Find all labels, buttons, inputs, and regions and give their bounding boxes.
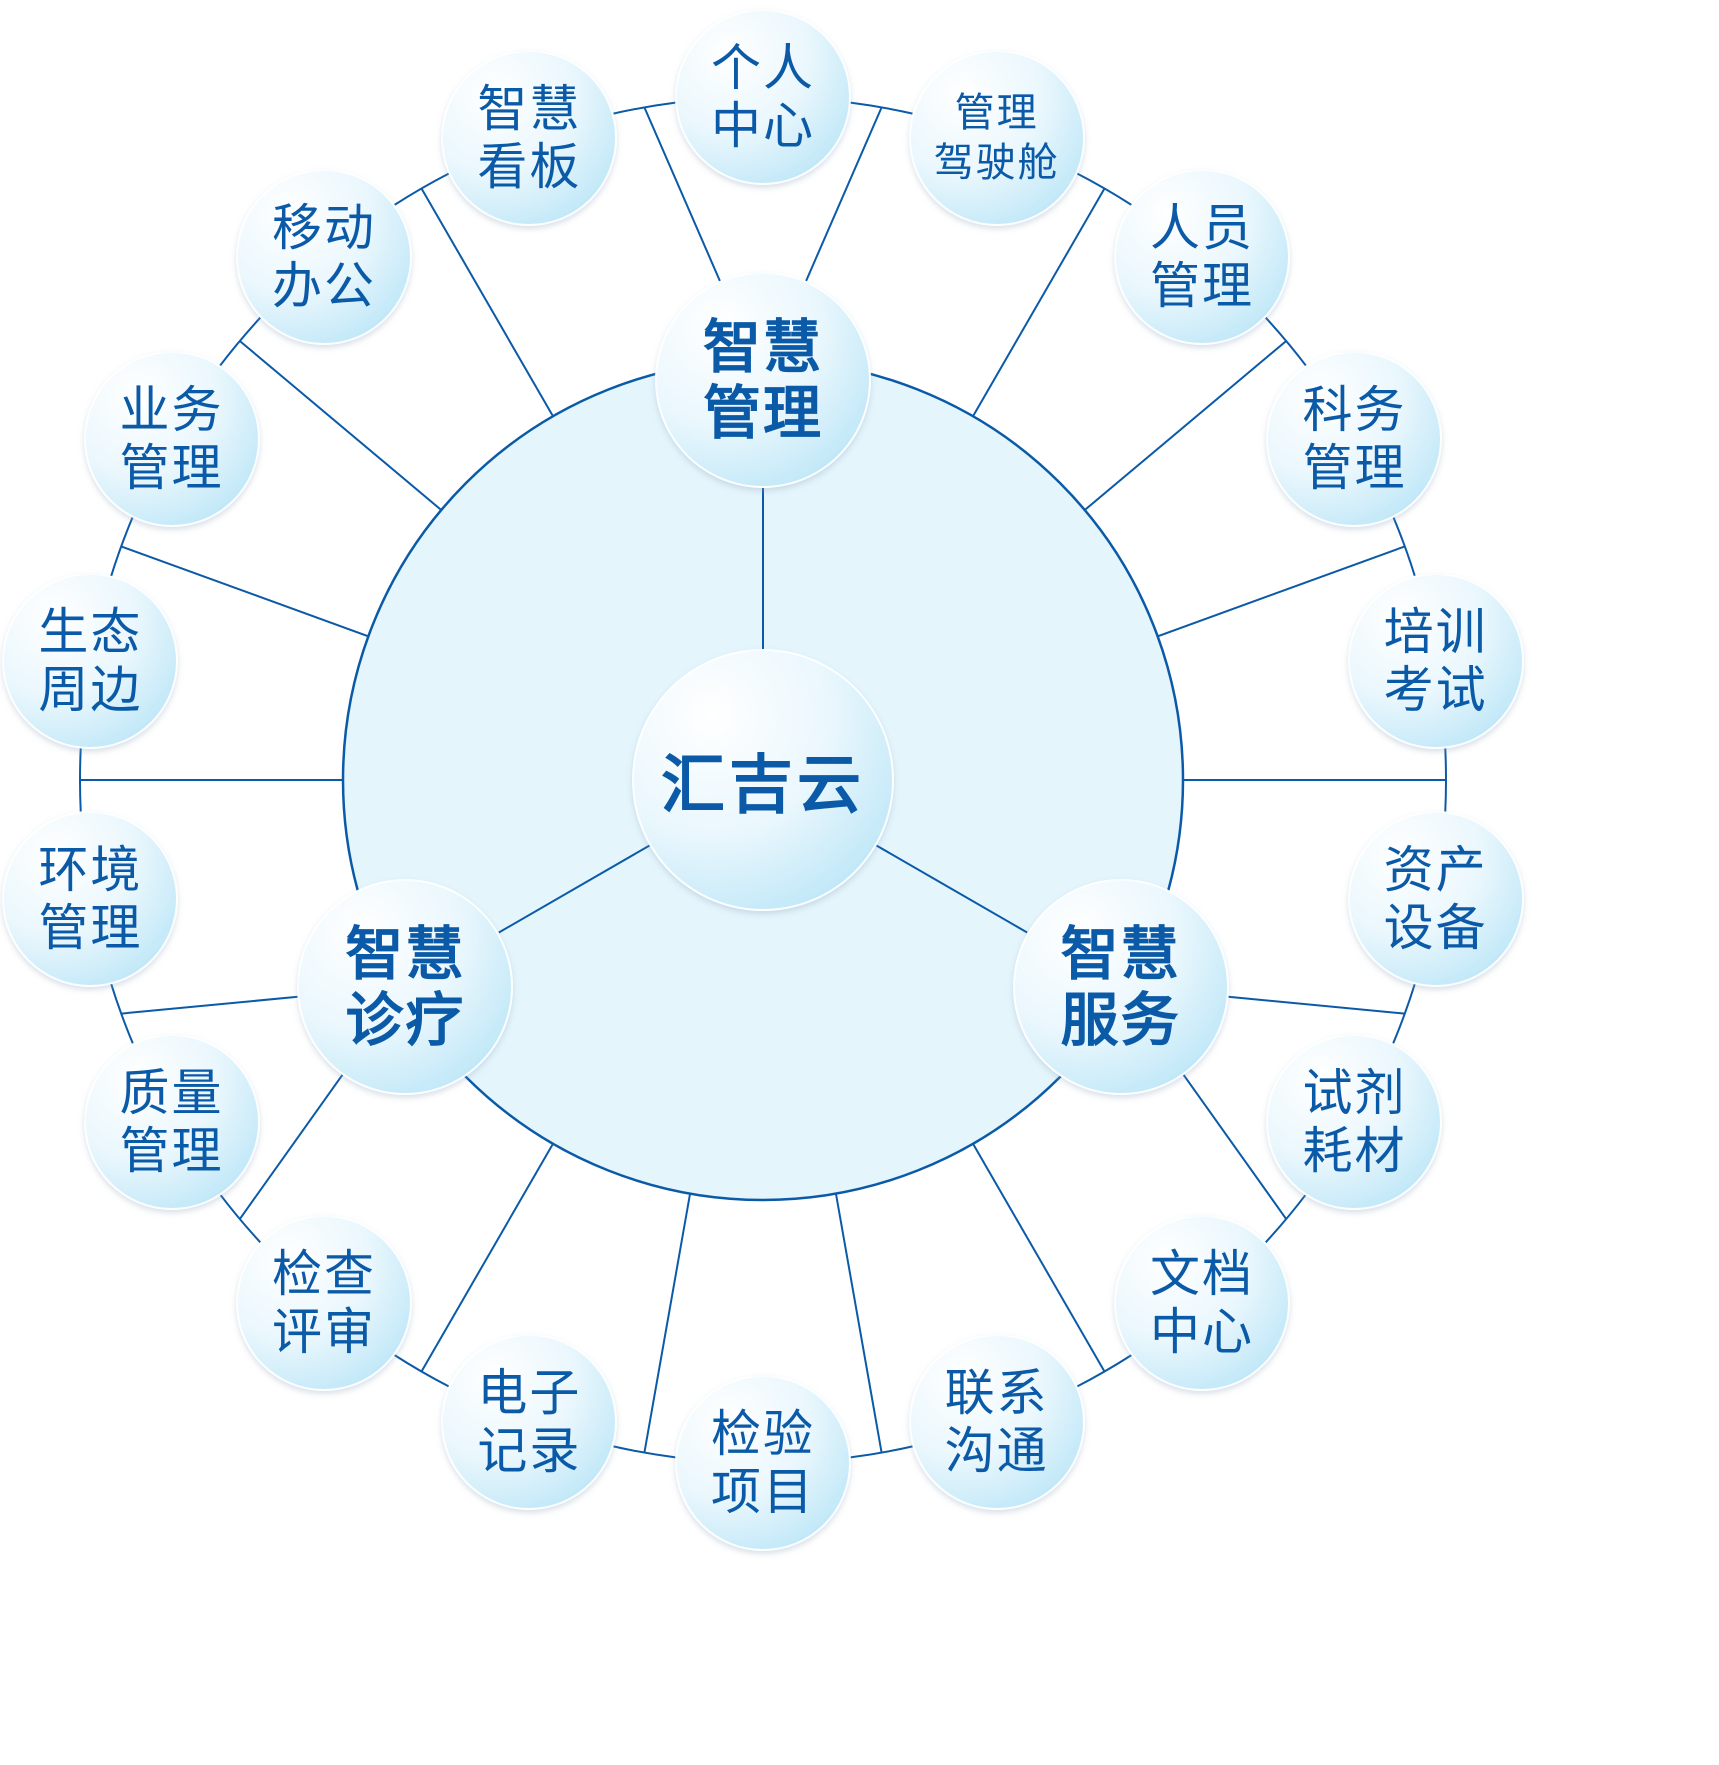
spoke-line — [972, 1143, 1106, 1372]
category-bubble-management: 智慧管理 — [655, 272, 871, 488]
bubble-label-line: 管理 — [119, 438, 224, 497]
bubble-label-line: 联系 — [944, 1363, 1049, 1422]
spoke-line — [239, 340, 442, 511]
bubble-label-line: 沟通 — [944, 1421, 1049, 1480]
bubble-label-line: 智慧 — [477, 80, 582, 139]
bubble-label-line: 科务 — [1302, 380, 1407, 439]
bubble-label-line: 个人 — [711, 39, 815, 97]
module-bubble: 文档中心 — [1114, 1215, 1291, 1392]
bubble-label-line: 试剂 — [1302, 1063, 1407, 1122]
module-bubble: 个人中心 — [675, 9, 851, 185]
category-bubble-diagnosis: 智慧诊疗 — [297, 878, 514, 1095]
bubble-label-line: 智慧 — [702, 313, 823, 381]
bubble-label-line: 移动 — [271, 198, 376, 257]
bubble-label-line: 生态 — [38, 603, 143, 662]
module-bubble: 智慧看板 — [441, 50, 618, 227]
module-bubble: 联系沟通 — [908, 1333, 1085, 1510]
bubble-label-line: 耗材 — [1302, 1121, 1407, 1180]
spoke-line — [805, 106, 883, 282]
hub-connector — [498, 844, 651, 934]
bubble-label-line: 评审 — [271, 1303, 376, 1362]
module-bubble: 科务管理 — [1266, 350, 1443, 527]
spoke-line — [1228, 995, 1405, 1015]
bubble-label-line: 办公 — [271, 256, 376, 315]
bubble-label-line: 记录 — [477, 1421, 582, 1480]
module-bubble: 业务管理 — [83, 350, 260, 527]
bubble-label-line: 看板 — [477, 138, 582, 197]
bubble-label-line: 管理 — [1150, 256, 1255, 315]
bubble-label-line: 培训 — [1383, 603, 1488, 662]
module-bubble: 生态周边 — [2, 573, 179, 750]
category-bubble-service: 智慧服务 — [1012, 878, 1229, 1095]
spoke-line — [1084, 340, 1287, 511]
bubble-label-line: 项目 — [711, 1463, 815, 1521]
spoke-line — [1157, 545, 1406, 638]
module-bubble: 移动办公 — [235, 168, 412, 345]
bubble-label-line: 智慧 — [345, 919, 466, 988]
bubble-label-line: 管理 — [38, 898, 143, 957]
bubble-label-line: 管理 — [954, 90, 1039, 137]
spoke-line — [1182, 1073, 1288, 1220]
hub-connector — [875, 844, 1028, 934]
bubble-label-line: 人员 — [1150, 198, 1255, 257]
bubble-label-line: 管理 — [702, 379, 823, 447]
hub-label: 汇吉云 — [661, 749, 865, 823]
bubble-label-line: 智慧 — [1060, 919, 1181, 988]
spoke-line — [643, 106, 721, 282]
module-bubble: 资产设备 — [1347, 810, 1524, 987]
bubble-label-line: 文档 — [1150, 1245, 1255, 1304]
module-bubble: 质量管理 — [83, 1033, 260, 1210]
module-bubble: 电子记录 — [441, 1333, 618, 1510]
module-bubble: 培训考试 — [1347, 573, 1524, 750]
bubble-label-line: 中心 — [711, 97, 815, 155]
spoke-line — [121, 995, 298, 1015]
bubble-label-line: 设备 — [1383, 898, 1488, 957]
module-bubble: 环境管理 — [2, 810, 179, 987]
bubble-label-line: 业务 — [119, 380, 224, 439]
spoke-line — [834, 1193, 883, 1453]
bubble-label-line: 中心 — [1150, 1303, 1255, 1362]
module-bubble: 试剂耗材 — [1266, 1033, 1443, 1210]
spoke-line — [420, 1143, 554, 1372]
module-bubble: 检查评审 — [235, 1215, 412, 1392]
module-bubble: 检验项目 — [675, 1375, 851, 1551]
module-bubble: 管理驾驶舱 — [908, 50, 1085, 227]
bubble-label-line: 周边 — [38, 661, 143, 720]
spoke-line — [420, 188, 554, 417]
module-bubble: 人员管理 — [1114, 168, 1291, 345]
bubble-label-line: 检查 — [271, 1245, 376, 1304]
bubble-label-line: 驾驶舱 — [933, 140, 1060, 187]
spoke-line — [238, 1073, 344, 1220]
bubble-label-line: 服务 — [1060, 985, 1181, 1054]
hub-bubble: 汇吉云 — [632, 649, 894, 911]
bubble-label-line: 环境 — [38, 840, 143, 899]
bubble-label-line: 电子 — [477, 1363, 582, 1422]
spoke-line — [120, 545, 369, 638]
bubble-label-line: 诊疗 — [345, 985, 466, 1054]
bubble-label-line: 管理 — [1302, 438, 1407, 497]
bubble-label-line: 资产 — [1383, 840, 1488, 899]
bubble-label-line: 管理 — [119, 1121, 224, 1180]
bubble-label-line: 检验 — [711, 1405, 815, 1463]
spoke-line — [972, 188, 1106, 417]
spoke-line — [643, 1193, 692, 1453]
bubble-label-line: 质量 — [119, 1063, 224, 1122]
bubble-label-line: 考试 — [1383, 661, 1488, 720]
